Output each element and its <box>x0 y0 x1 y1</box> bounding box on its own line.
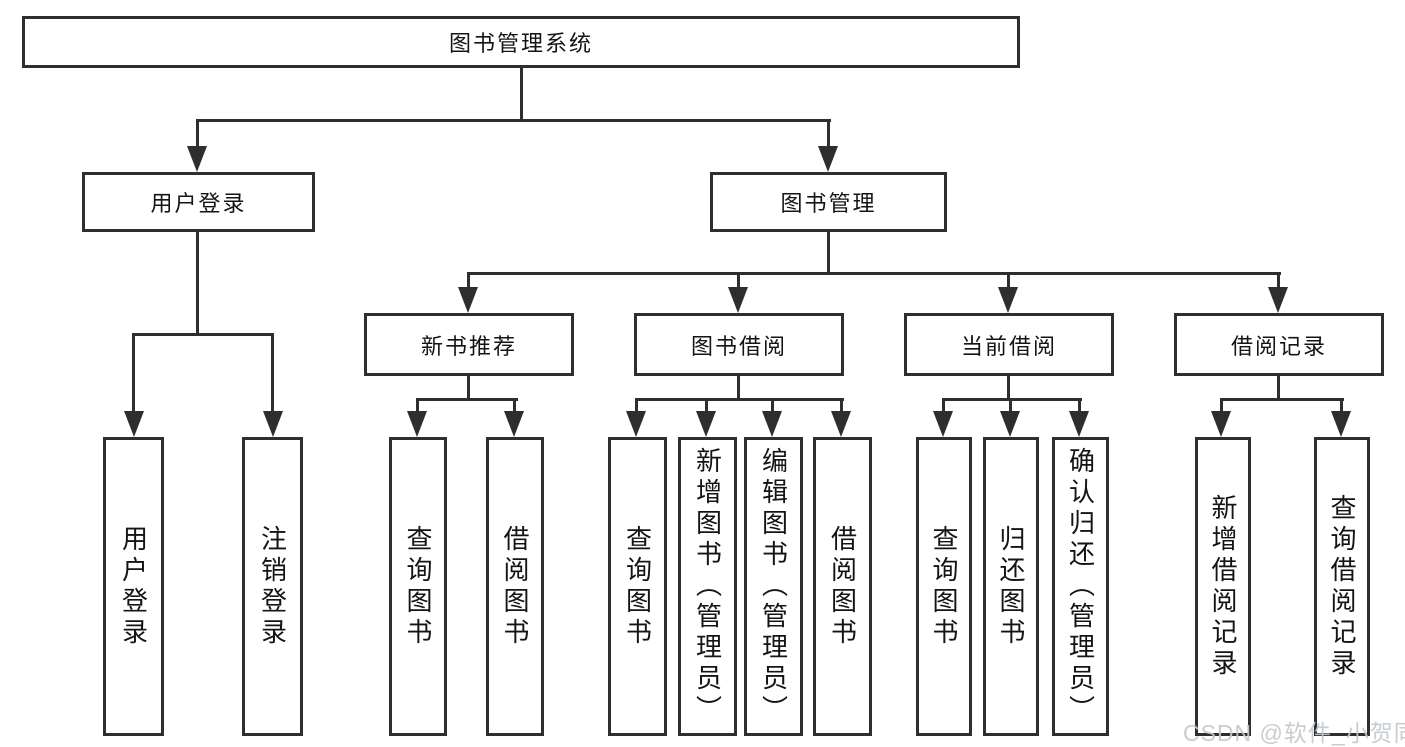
connector-line <box>416 398 518 401</box>
leaf-logout-label: 注销登录 <box>257 524 288 649</box>
node-borrow-records: 借阅记录 <box>1174 313 1384 376</box>
leaf-borrow-add-books-admin: 新增图书（管理员） <box>678 437 737 736</box>
leaf-user-login-label: 用户登录 <box>118 524 149 649</box>
leaf-current-confirm-return-admin-label: 确认归还（管理员） <box>1065 447 1096 726</box>
arrow-down-icon <box>728 287 748 313</box>
arrow-down-icon <box>458 287 478 313</box>
node-user-login-label: 用户登录 <box>150 191 247 216</box>
connector-line <box>635 398 638 416</box>
connector-line <box>635 398 844 401</box>
connector-line <box>942 398 1082 401</box>
node-current-borrow-label: 当前借阅 <box>960 333 1057 359</box>
connector-line <box>132 333 135 415</box>
leaf-current-return-books: 归还图书 <box>983 437 1039 736</box>
arrow-down-icon <box>762 411 782 437</box>
arrow-down-icon <box>1331 411 1351 437</box>
connector-line <box>942 398 945 416</box>
leaf-records-add-record: 新增借阅记录 <box>1195 437 1251 736</box>
connector-line <box>1009 398 1012 416</box>
node-root: 图书管理系统 <box>22 16 1020 68</box>
connector-line <box>705 398 708 416</box>
leaf-borrow-edit-books-admin: 编辑图书（管理员） <box>744 437 803 736</box>
leaf-borrow-borrow-books-label: 借阅图书 <box>827 524 858 649</box>
arrow-down-icon <box>933 411 953 437</box>
leaf-current-query-books-label: 查询图书 <box>929 524 960 649</box>
leaf-user-login: 用户登录 <box>103 437 164 736</box>
leaf-current-return-books-label: 归还图书 <box>996 524 1027 649</box>
leaf-borrow-query-books: 查询图书 <box>608 437 667 736</box>
node-book-management-label: 图书管理 <box>780 191 877 216</box>
connector-line <box>737 376 740 401</box>
connector-line <box>1277 376 1280 401</box>
connector-line <box>520 68 523 121</box>
connector-line <box>271 333 274 415</box>
leaf-current-query-books: 查询图书 <box>916 437 972 736</box>
connector-line <box>1007 272 1010 294</box>
arrow-down-icon <box>696 411 716 437</box>
connector-line <box>1220 398 1223 416</box>
node-new-book-recommend: 新书推荐 <box>364 313 574 376</box>
csdn-watermark: CSDN @软件_小贺同学 <box>1183 720 1405 746</box>
arrow-down-icon <box>1211 411 1231 437</box>
leaf-records-add-record-label: 新增借阅记录 <box>1208 493 1239 680</box>
arrow-down-icon <box>187 146 207 172</box>
node-user-login: 用户登录 <box>82 172 315 232</box>
connector-line <box>513 398 516 416</box>
node-new-book-recommend-label: 新书推荐 <box>420 333 517 359</box>
arrow-down-icon <box>1268 287 1288 313</box>
connector-line <box>196 232 199 335</box>
leaf-borrow-borrow-books: 借阅图书 <box>813 437 872 736</box>
arrow-down-icon <box>124 411 144 437</box>
leaf-current-confirm-return-admin: 确认归还（管理员） <box>1052 437 1109 736</box>
arrow-down-icon <box>1000 411 1020 437</box>
connector-line <box>771 398 774 416</box>
node-borrow-records-label: 借阅记录 <box>1230 333 1327 359</box>
arrow-down-icon <box>626 411 646 437</box>
node-book-borrow-label: 图书借阅 <box>690 333 787 359</box>
connector-line <box>827 119 830 151</box>
leaf-records-query-record: 查询借阅记录 <box>1314 437 1370 736</box>
leaf-recommend-borrow-books: 借阅图书 <box>486 437 544 736</box>
connector-line <box>416 398 419 416</box>
connector-line <box>467 376 470 401</box>
leaf-borrow-add-books-admin-label: 新增图书（管理员） <box>692 447 723 726</box>
arrow-down-icon <box>1069 411 1089 437</box>
connector-line <box>196 119 831 122</box>
leaf-records-query-record-label: 查询借阅记录 <box>1327 493 1358 680</box>
arrow-down-icon <box>263 411 283 437</box>
connector-line <box>132 333 274 336</box>
connector-line <box>1340 398 1343 416</box>
leaf-recommend-query-books-label: 查询图书 <box>403 524 434 649</box>
arrow-down-icon <box>818 146 838 172</box>
arrow-down-icon <box>504 411 524 437</box>
node-book-management: 图书管理 <box>710 172 947 232</box>
connector-line <box>827 232 830 274</box>
connector-line <box>737 272 740 294</box>
arrow-down-icon <box>407 411 427 437</box>
leaf-recommend-borrow-books-label: 借阅图书 <box>500 524 531 649</box>
arrow-down-icon <box>831 411 851 437</box>
connector-line <box>467 272 1281 275</box>
node-current-borrow: 当前借阅 <box>904 313 1114 376</box>
connector-line <box>1078 398 1081 416</box>
arrow-down-icon <box>998 287 1018 313</box>
connector-line <box>1007 376 1010 401</box>
leaf-logout: 注销登录 <box>242 437 303 736</box>
leaf-borrow-query-books-label: 查询图书 <box>622 524 653 649</box>
connector-line <box>196 119 199 151</box>
leaf-recommend-query-books: 查询图书 <box>389 437 447 736</box>
connector-line <box>840 398 843 416</box>
node-root-label: 图书管理系统 <box>448 31 593 56</box>
connector-line <box>1277 272 1280 294</box>
leaf-borrow-edit-books-admin-label: 编辑图书（管理员） <box>758 447 789 726</box>
connector-line <box>467 272 470 294</box>
node-book-borrow: 图书借阅 <box>634 313 844 376</box>
connector-line <box>1220 398 1344 401</box>
